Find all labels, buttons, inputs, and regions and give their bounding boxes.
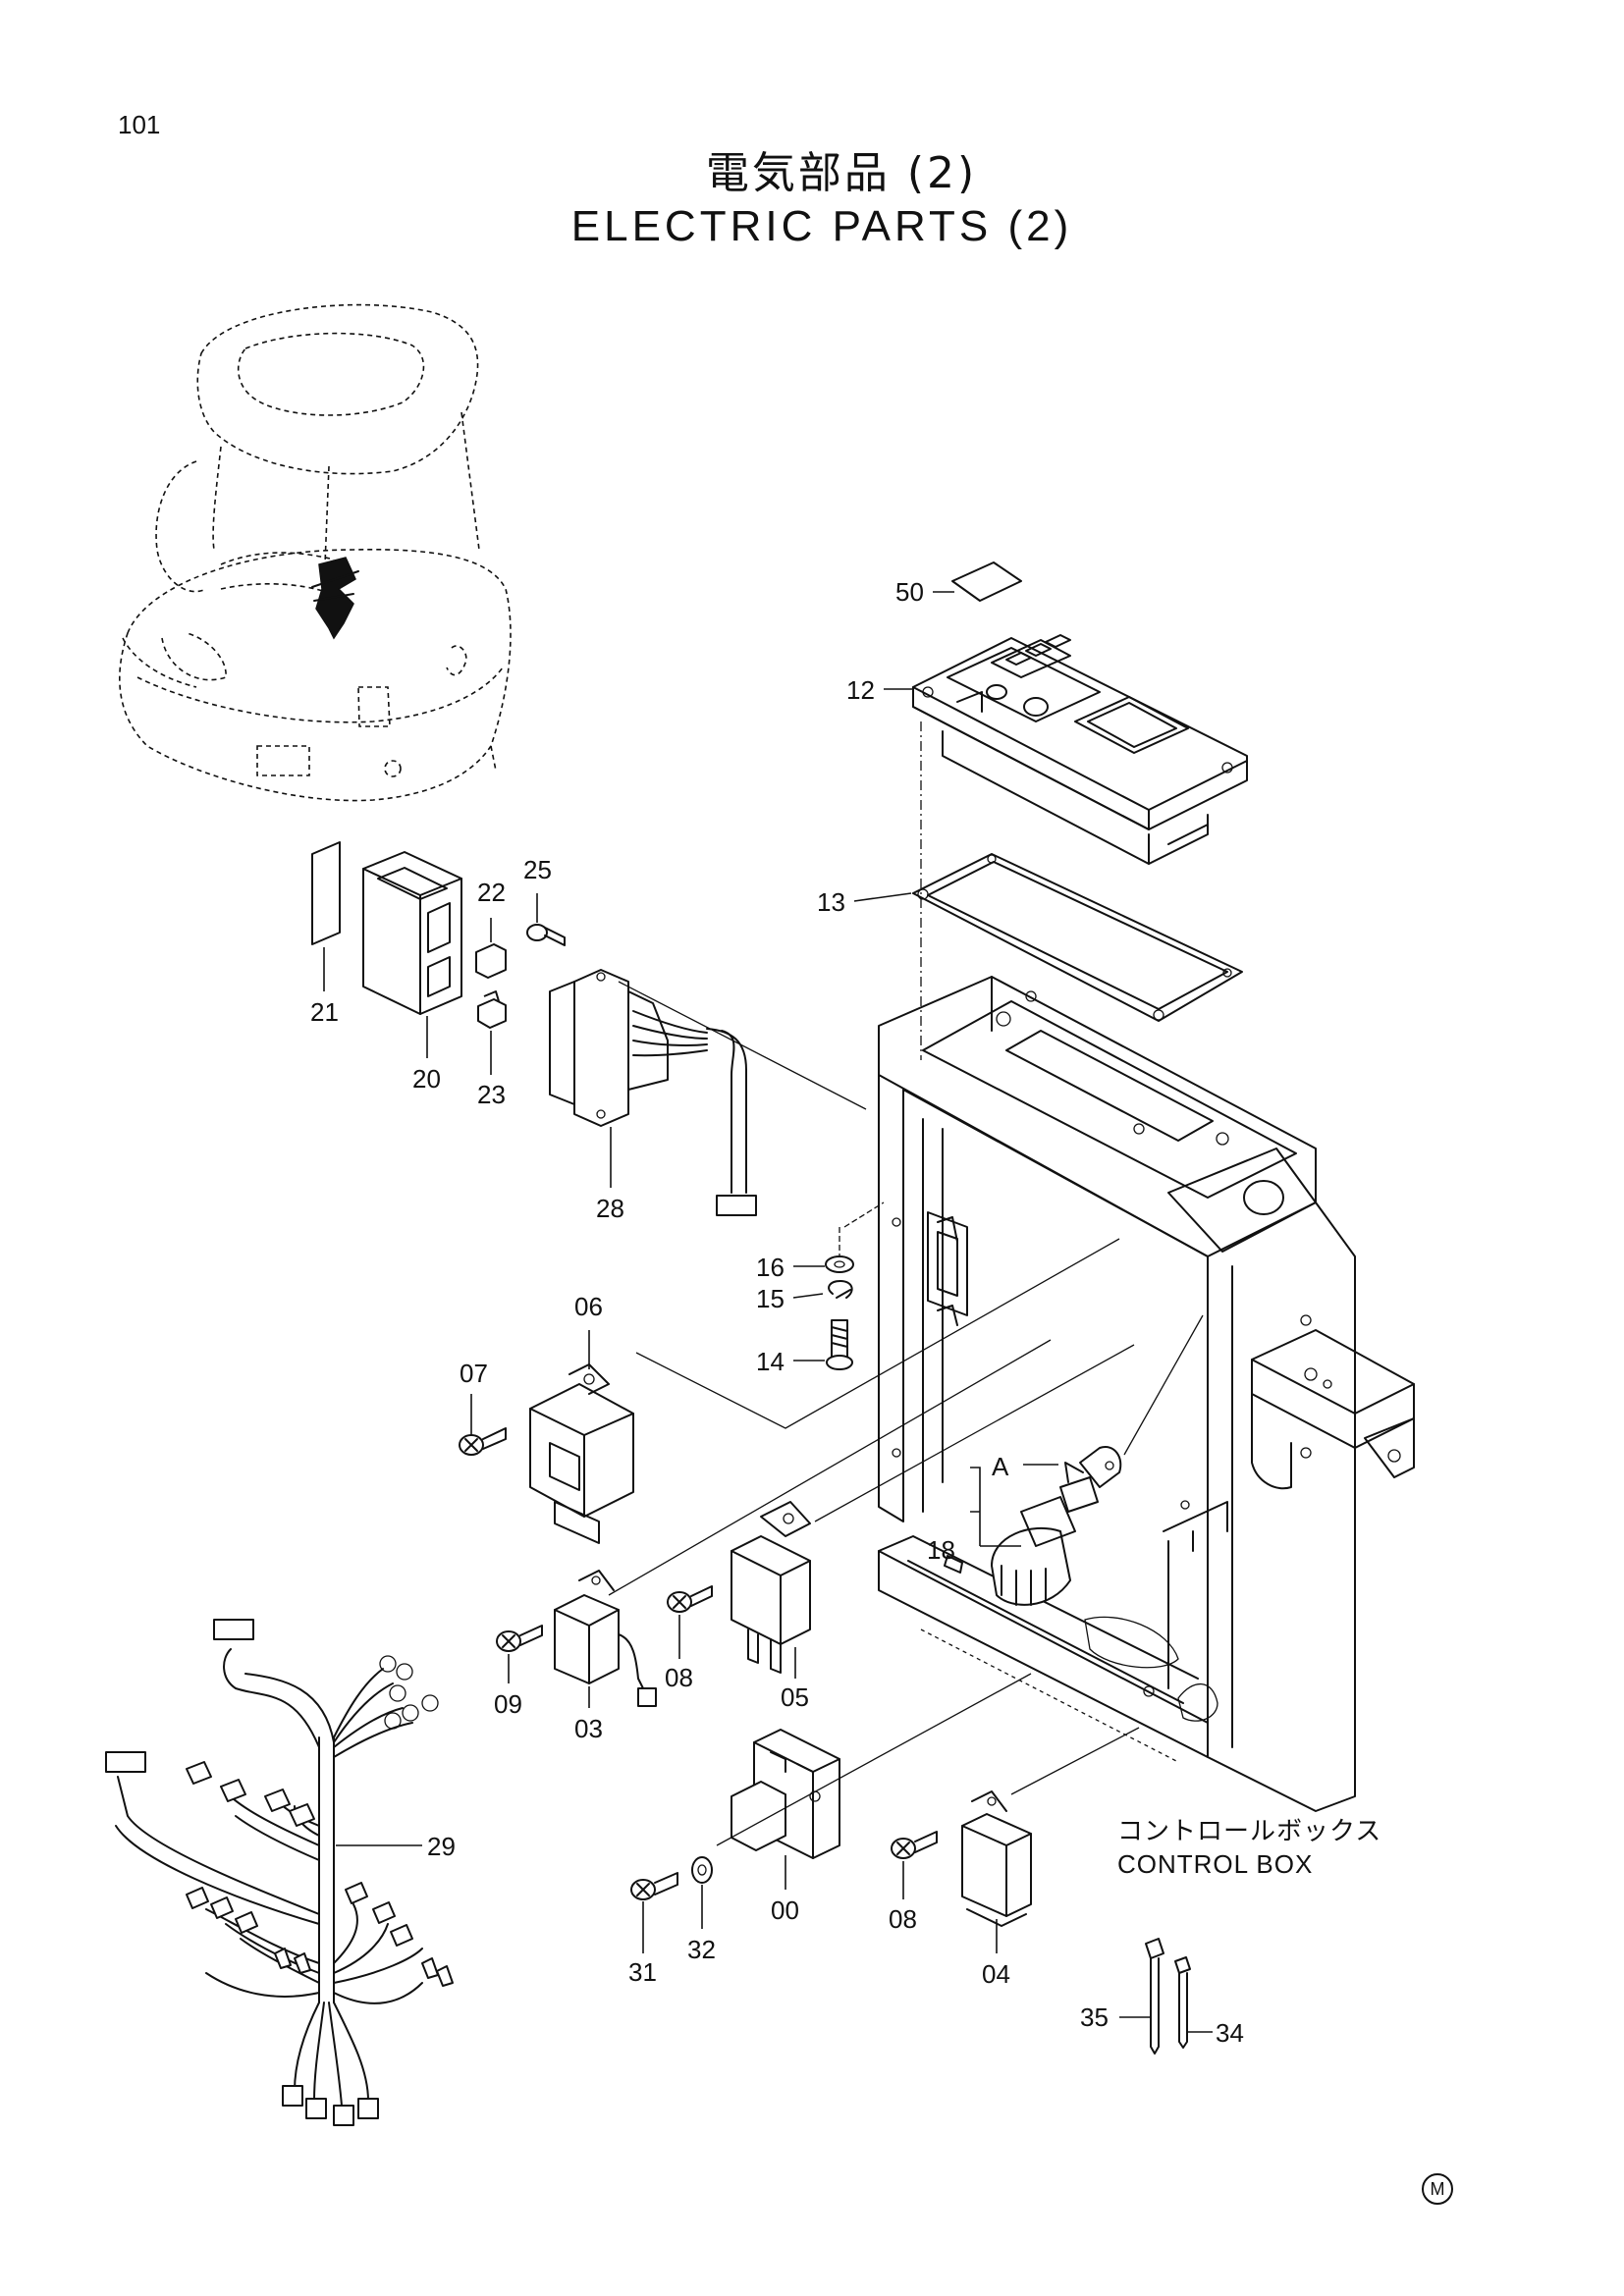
callout-A: A	[992, 1452, 1009, 1481]
callout-08-lower: 08	[889, 1904, 917, 1934]
callout-06: 06	[574, 1292, 603, 1321]
title-japanese: 電気部品 (2)	[705, 148, 978, 198]
part-07-screw	[459, 1427, 507, 1456]
page-title: 電気部品 (2) ELECTRIC PARTS (2)	[0, 137, 1624, 251]
callout-21: 21	[310, 997, 339, 1027]
callout-23: 23	[477, 1080, 506, 1109]
part-08-screw-lower	[891, 1831, 938, 1859]
callout-31: 31	[628, 1957, 657, 1987]
part-08-screw-upper	[667, 1585, 713, 1613]
callout-25: 25	[523, 855, 552, 884]
part-15-spring-washer	[828, 1280, 853, 1299]
callout-13: 13	[817, 887, 845, 917]
part-50-label-sticker	[951, 561, 1022, 602]
corner-mark: M	[1422, 2173, 1453, 2205]
leader-28-to-box	[618, 981, 867, 1110]
part-09-screw	[496, 1625, 543, 1652]
callout-28: 28	[596, 1194, 624, 1223]
leader-key-to-box	[1123, 1314, 1204, 1456]
part-18-key-switch	[991, 1446, 1122, 1606]
part-03-relay	[554, 1570, 657, 1707]
part-25-screw	[526, 924, 566, 946]
title-english: ELECTRIC PARTS (2)	[570, 202, 1073, 250]
callout-18: 18	[927, 1535, 955, 1565]
part-14-bolt	[826, 1319, 853, 1370]
leader-05-to-box	[814, 1344, 1135, 1522]
callout-20: 20	[412, 1064, 441, 1094]
callout-16: 16	[756, 1253, 785, 1282]
callout-14: 14	[756, 1347, 785, 1376]
page-number: 101	[118, 110, 161, 139]
callout-32: 32	[687, 1935, 716, 1964]
part-13-gasket	[912, 853, 1243, 1022]
control-box-label-ja: コントロールボックス	[1117, 1816, 1382, 1845]
callout-09: 09	[494, 1689, 522, 1719]
part-21-label	[311, 841, 341, 945]
callout-35: 35	[1080, 2002, 1109, 2032]
leader-03-to-box	[608, 1339, 1052, 1596]
part-00-relay-block	[731, 1729, 840, 1859]
callout-00: 00	[771, 1896, 799, 1925]
leader-04-to-box	[1010, 1727, 1140, 1795]
callout-22: 22	[477, 878, 506, 907]
part-05-relay	[731, 1501, 811, 1674]
part-29-wire-harness	[105, 1619, 454, 2126]
callout-leader-lines	[323, 591, 1213, 2033]
callout-03: 03	[574, 1714, 603, 1743]
part-06-relay	[529, 1363, 634, 1544]
callout-15: 15	[756, 1284, 785, 1313]
part-28-fuse-box	[549, 969, 757, 1216]
control-box-label: コントロールボックス CONTROL BOX	[1117, 1814, 1381, 1881]
callout-04: 04	[982, 1959, 1010, 1989]
part-04-relay	[961, 1790, 1032, 1927]
machine-overview-illustration	[119, 303, 512, 802]
callout-07: 07	[460, 1359, 488, 1388]
part-31-screw	[630, 1872, 678, 1900]
part-20-cover	[362, 851, 462, 1015]
callout-numbers: 50 12 13 25 22 21 20 23 28 16 15 14 06 0…	[310, 577, 1244, 2048]
part-22-fuse	[475, 943, 507, 979]
callout-29: 29	[427, 1832, 456, 1861]
leader-06-to-box	[635, 1238, 1120, 1429]
part-16-washer	[825, 1255, 854, 1273]
part-34-cable-tie	[1174, 1956, 1191, 2049]
control-box-label-en: CONTROL BOX	[1117, 1849, 1314, 1879]
leader-00-to-box	[716, 1673, 1032, 1846]
part-12-monitor-panel	[912, 634, 1248, 865]
callout-34: 34	[1216, 2018, 1244, 2048]
callout-05: 05	[781, 1682, 809, 1712]
part-32-washer	[691, 1856, 713, 1884]
control-box-illustration	[878, 976, 1415, 1812]
callout-08-upper: 08	[665, 1663, 693, 1692]
part-35-cable-tie	[1145, 1938, 1164, 2055]
callout-12: 12	[846, 675, 875, 705]
callout-50: 50	[895, 577, 924, 607]
part-23-connector	[477, 990, 507, 1029]
